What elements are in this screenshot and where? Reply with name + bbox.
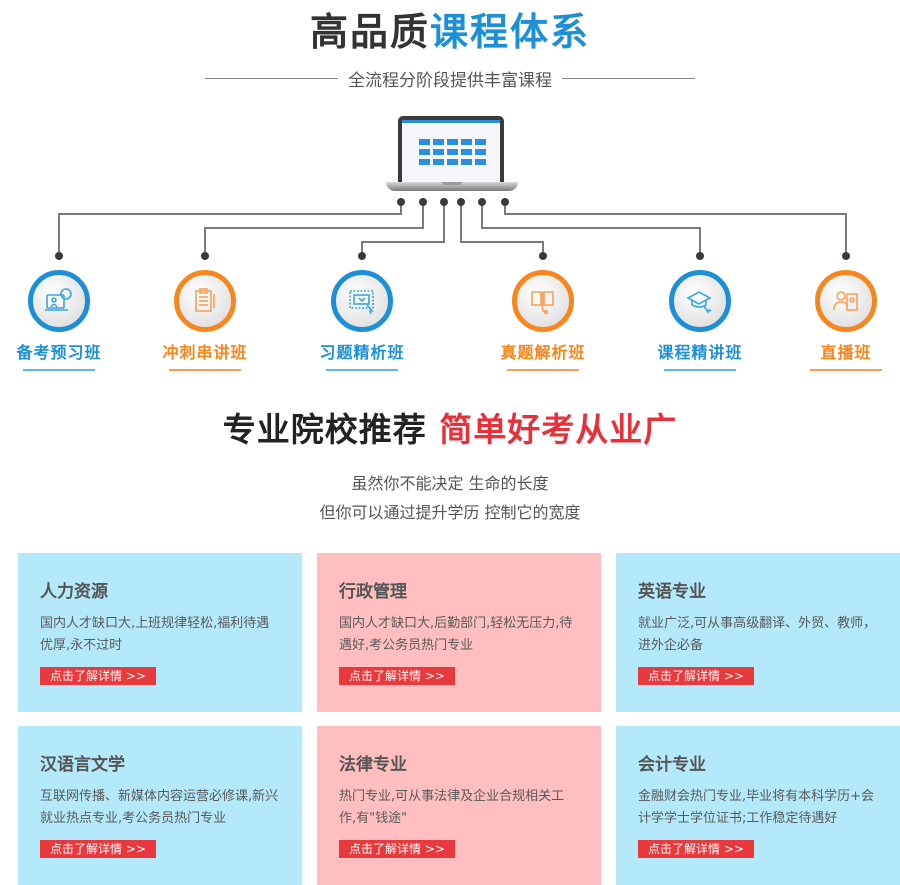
divider-left xyxy=(205,77,338,79)
course-icon-ring xyxy=(28,270,90,332)
quote-line-1: 虽然你不能决定 生命的长度 xyxy=(351,474,549,493)
major-title: 行政管理 xyxy=(339,582,407,602)
title-dark-part: 高品质 xyxy=(309,10,430,54)
course-label: 备考预习班 xyxy=(16,343,102,362)
major-description: 互联网传播、新媒体内容运营必修课,新兴就业热点专业,考公务员热门专业 xyxy=(40,789,279,826)
laptop-illustration xyxy=(386,116,518,196)
course-icon-ring xyxy=(512,270,574,332)
quote-line-2: 但你可以通过提升学历 控制它的宽度 xyxy=(319,503,581,522)
divider-right xyxy=(562,77,695,79)
course-item-real-exam[interactable]: 真题解析班 xyxy=(488,270,598,371)
section-title: 专业院校推荐 简单好考从业广 xyxy=(0,408,900,452)
course-item-prep[interactable]: 备考预习班 xyxy=(4,270,114,371)
major-card-admin: 行政管理 国内人才缺口大,后勤部门,轻松无压力,待遇好,考公务员热门专业 点击了… xyxy=(317,553,601,712)
major-card-accounting: 会计专业 金融财会热门专业,毕业将有本科学历+会计学学士学位证书;工作稳定待遇好… xyxy=(616,726,900,885)
major-description: 国内人才缺口大,后勤部门,轻松无压力,待遇好,考公务员热门专业 xyxy=(339,616,573,653)
details-button[interactable]: 点击了解详情 >> xyxy=(339,667,455,685)
major-description: 国内人才缺口大,上班规律轻松,福利待遇优厚,永不过时 xyxy=(40,616,270,653)
course-item-exercise[interactable]: 习题精析班 xyxy=(307,270,417,371)
major-description: 就业广泛,可从事高级翻译、外贸、教师，进外企必备 xyxy=(638,616,877,653)
major-description: 金融财会热门专业,毕业将有本科学历+会计学学士学位证书;工作稳定待遇好 xyxy=(638,789,875,826)
course-icon-ring xyxy=(174,270,236,332)
details-button[interactable]: 点击了解详情 >> xyxy=(339,840,455,858)
course-item-live[interactable]: 直播班 xyxy=(791,270,900,371)
subtitle: 全流程分阶段提供丰富课程 xyxy=(205,66,695,91)
laptop-screen xyxy=(402,120,500,182)
major-title: 法律专业 xyxy=(339,755,407,775)
course-label: 习题精析班 xyxy=(319,343,405,362)
connector-lines xyxy=(55,198,850,260)
subtitle-text: 全流程分阶段提供丰富课程 xyxy=(348,70,552,91)
live-presenter-icon xyxy=(833,291,858,311)
course-item-lecture[interactable]: 课程精讲班 xyxy=(645,270,755,371)
course-icon-ring xyxy=(669,270,731,332)
major-card-english: 英语专业 就业广泛,可从事高级翻译、外贸、教师，进外企必备 点击了解详情 >> xyxy=(616,553,900,712)
major-card-hr: 人力资源 国内人才缺口大,上班规律轻松,福利待遇优厚,永不过时 点击了解详情 >… xyxy=(18,553,302,712)
course-icon-ring xyxy=(815,270,877,332)
major-title: 英语专业 xyxy=(638,582,706,602)
course-label: 直播班 xyxy=(820,343,872,362)
major-card-chinese: 汉语言文学 互联网传播、新媒体内容运营必修课,新兴就业热点专业,考公务员热门专业… xyxy=(18,726,302,885)
details-button[interactable]: 点击了解详情 >> xyxy=(40,840,156,858)
details-button[interactable]: 点击了解详情 >> xyxy=(638,840,754,858)
laptop-app-grid xyxy=(419,139,489,165)
major-title: 会计专业 xyxy=(638,755,706,775)
major-card-law: 法律专业 热门专业,可从事法律及企业合规相关工作,有"钱途" 点击了解详情 >> xyxy=(317,726,601,885)
details-button[interactable]: 点击了解详情 >> xyxy=(40,667,156,685)
laptop-screen-frame xyxy=(398,116,504,182)
course-label: 冲刺串讲班 xyxy=(162,343,248,362)
page-title: 高品质课程体系 xyxy=(0,6,900,58)
teacher-screen-icon xyxy=(45,288,72,311)
course-label: 课程精讲班 xyxy=(657,343,743,362)
major-description: 热门专业,可从事法律及企业合规相关工作,有"钱途" xyxy=(339,789,565,826)
course-icon-ring xyxy=(331,270,393,332)
laptop-base xyxy=(386,182,518,191)
section-title-red: 简单好考从业广 xyxy=(439,410,678,449)
graduation-cap-icon xyxy=(686,291,712,314)
section-title-dark: 专业院校推荐 xyxy=(222,410,427,449)
clipboard-list-icon xyxy=(195,288,215,312)
details-button[interactable]: 点击了解详情 >> xyxy=(638,667,754,685)
course-item-sprint[interactable]: 冲刺串讲班 xyxy=(150,270,260,371)
open-book-icon xyxy=(531,291,554,315)
screen-cursor-icon xyxy=(349,290,374,315)
major-title: 人力资源 xyxy=(40,582,108,602)
title-blue-part: 课程体系 xyxy=(430,10,591,54)
course-label: 真题解析班 xyxy=(500,343,586,362)
major-title: 汉语言文学 xyxy=(40,755,125,775)
